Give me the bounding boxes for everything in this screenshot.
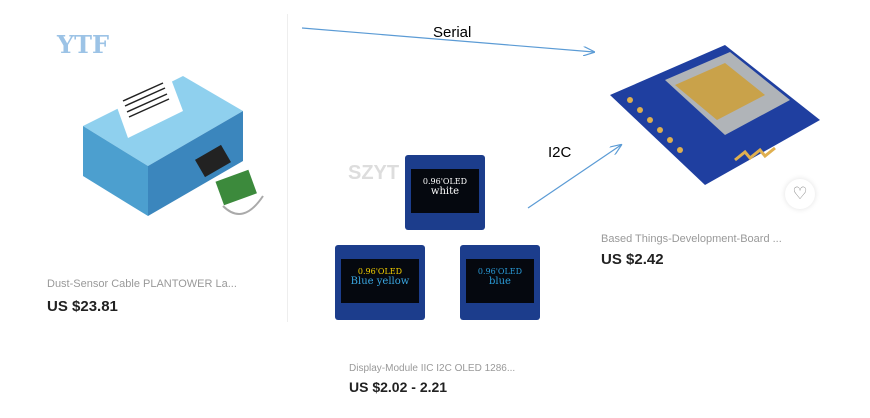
i2c-arrow xyxy=(527,145,621,209)
oled-size-text: 0.96'OLED xyxy=(477,267,523,276)
product-card-dev-board[interactable]: ♡ Based Things-Development-Board ... US … xyxy=(595,35,845,275)
oled-white-image: 0.96'OLED white xyxy=(405,155,485,230)
serial-arrow xyxy=(301,27,594,52)
product-card-oled-display[interactable]: SZYT 0.96'OLED white 0.96'OLED Blue yell… xyxy=(330,150,560,400)
product-title[interactable]: Display-Module IIC I2C OLED 1286... xyxy=(349,363,516,374)
oled-blue-yellow-image: 0.96'OLED Blue yellow xyxy=(335,245,425,320)
product-title[interactable]: Based Things-Development-Board ... xyxy=(601,233,782,245)
heart-icon: ♡ xyxy=(792,184,808,203)
product-card-dust-sensor[interactable]: YTF Dust-Sensor Cable PLANTOWER La... US… xyxy=(35,14,288,322)
oled-size-text: 0.96'OLED xyxy=(357,267,403,276)
dev-board-image xyxy=(610,45,820,185)
oled-color-text: blue xyxy=(489,276,511,287)
brand-logo: YTF xyxy=(57,30,110,59)
serial-label: Serial xyxy=(433,24,472,41)
product-price: US $2.42 xyxy=(601,251,664,268)
favorite-button[interactable]: ♡ xyxy=(785,179,815,209)
dust-sensor-image xyxy=(83,71,264,216)
oled-color-text: Blue yellow xyxy=(350,276,410,287)
oled-size-text: 0.96'OLED xyxy=(422,177,468,186)
brand-watermark: SZYT xyxy=(348,162,400,184)
oled-blue-image: 0.96'OLED blue xyxy=(460,245,540,320)
product-title[interactable]: Dust-Sensor Cable PLANTOWER La... xyxy=(47,278,237,290)
i2c-label: I2C xyxy=(548,144,572,161)
product-price: US $23.81 xyxy=(47,298,118,315)
product-price: US $2.02 - 2.21 xyxy=(349,379,448,395)
oled-color-text: white xyxy=(430,186,460,197)
